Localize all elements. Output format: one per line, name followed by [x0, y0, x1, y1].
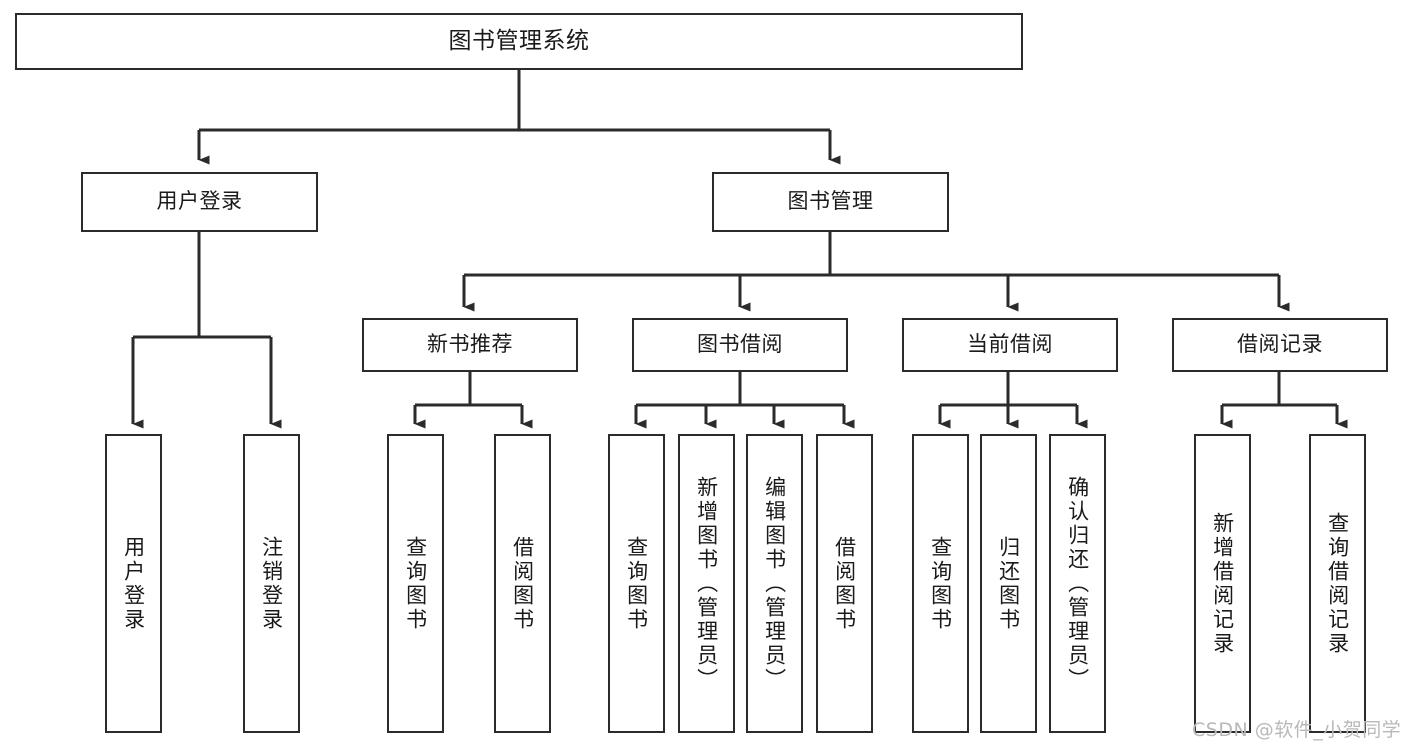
node-leaf-confirm-return-admin-label: 确认归还（管理员） [1065, 475, 1090, 692]
node-root-system-label: 图书管理系统 [448, 27, 590, 54]
node-leaf-user-login[interactable]: 用户登录 [105, 434, 162, 733]
node-leaf-add-book-admin-label: 新增图书（管理员） [694, 475, 719, 692]
node-leaf-user-login-label: 用户登录 [121, 535, 146, 632]
node-current-borrow[interactable]: 当前借阅 [902, 318, 1118, 372]
node-leaf-return-book-label: 归还图书 [996, 535, 1021, 632]
node-leaf-add-borrow-record-label: 新增借阅记录 [1210, 511, 1235, 656]
node-leaf-query-book-newbook-label: 查询图书 [403, 535, 428, 632]
node-leaf-logout[interactable]: 注销登录 [243, 434, 300, 733]
node-leaf-query-book-current-label: 查询图书 [928, 535, 953, 632]
node-leaf-borrow-book-label: 借阅图书 [832, 535, 857, 632]
node-leaf-query-book-newbook[interactable]: 查询图书 [387, 434, 444, 733]
node-user-login[interactable]: 用户登录 [81, 172, 318, 232]
node-leaf-edit-book-admin[interactable]: 编辑图书（管理员） [746, 434, 803, 733]
node-leaf-borrow-book-newbook-label: 借阅图书 [510, 535, 535, 632]
node-borrow-record-label: 借阅记录 [1237, 332, 1323, 357]
node-leaf-return-book[interactable]: 归还图书 [980, 434, 1037, 733]
node-leaf-borrow-book-newbook[interactable]: 借阅图书 [494, 434, 551, 733]
node-leaf-logout-label: 注销登录 [259, 535, 284, 632]
node-leaf-query-borrow-record-label: 查询借阅记录 [1325, 511, 1350, 656]
node-new-book-recommend[interactable]: 新书推荐 [362, 318, 578, 372]
node-leaf-query-book-borrow[interactable]: 查询图书 [608, 434, 665, 733]
node-book-management[interactable]: 图书管理 [712, 172, 949, 232]
node-leaf-add-borrow-record[interactable]: 新增借阅记录 [1194, 434, 1251, 733]
node-book-borrow-label: 图书借阅 [697, 332, 783, 357]
node-book-borrow[interactable]: 图书借阅 [632, 318, 848, 372]
node-borrow-record[interactable]: 借阅记录 [1172, 318, 1388, 372]
node-leaf-confirm-return-admin[interactable]: 确认归还（管理员） [1049, 434, 1106, 733]
node-new-book-recommend-label: 新书推荐 [427, 332, 513, 357]
node-leaf-query-book-current[interactable]: 查询图书 [912, 434, 969, 733]
node-leaf-borrow-book[interactable]: 借阅图书 [816, 434, 873, 733]
node-leaf-query-borrow-record[interactable]: 查询借阅记录 [1309, 434, 1366, 733]
node-book-management-label: 图书管理 [787, 189, 874, 214]
node-leaf-query-book-borrow-label: 查询图书 [624, 535, 649, 632]
node-user-login-label: 用户登录 [156, 189, 243, 214]
node-root-system[interactable]: 图书管理系统 [15, 13, 1023, 70]
node-leaf-add-book-admin[interactable]: 新增图书（管理员） [678, 434, 735, 733]
node-leaf-edit-book-admin-label: 编辑图书（管理员） [762, 475, 787, 692]
node-current-borrow-label: 当前借阅 [967, 332, 1053, 357]
watermark-credit: CSDN @软件_小贺同学 [1192, 719, 1402, 741]
